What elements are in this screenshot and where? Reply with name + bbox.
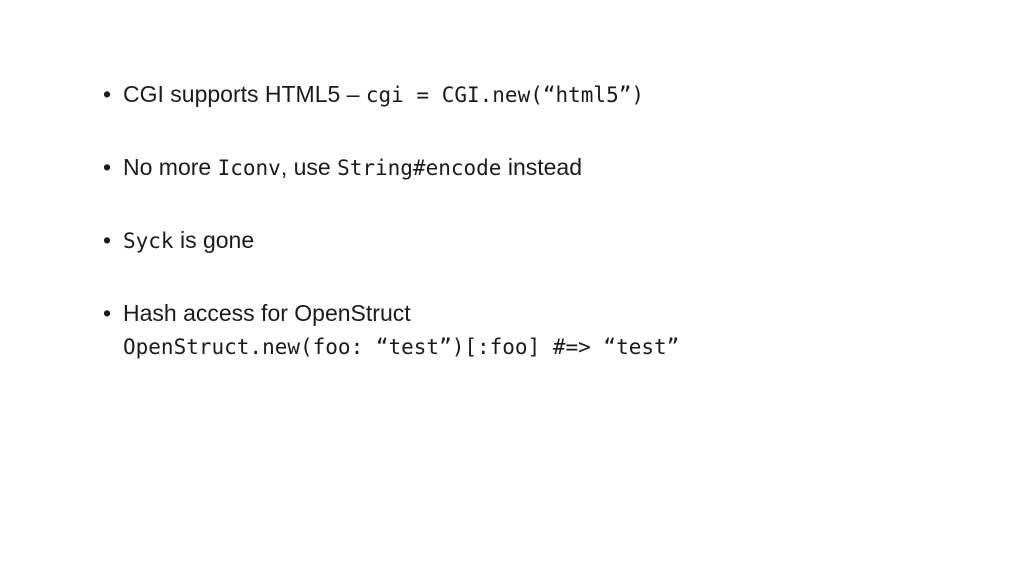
bullet-cgi-html5: • CGI supports HTML5 – cgi = CGI.new(“ht…	[103, 77, 983, 112]
bullet-text: CGI supports HTML5 –	[123, 81, 366, 107]
code-snippet: String#encode	[337, 156, 502, 180]
bullet-text: , use	[280, 154, 338, 180]
bullet-text: No more	[123, 154, 218, 180]
code-snippet: OpenStruct.new(foo: “test”)[:foo] #=> “t…	[123, 335, 680, 359]
bullet-list: • CGI supports HTML5 – cgi = CGI.new(“ht…	[103, 77, 983, 402]
bullet-text: Hash access for OpenStruct	[123, 300, 411, 326]
bullet-iconv: • No more Iconv, use String#encode inste…	[103, 150, 983, 185]
bullet-text: instead	[501, 154, 583, 180]
code-snippet: Syck	[123, 229, 174, 253]
bullet-dot-icon: •	[103, 81, 112, 107]
bullet-dot-icon: •	[103, 154, 112, 180]
bullet-text: is gone	[173, 227, 255, 253]
code-snippet: Iconv	[217, 156, 281, 180]
bullet-dot-icon: •	[103, 227, 112, 253]
bullet-openstruct: • Hash access for OpenStruct OpenStruct.…	[103, 296, 983, 364]
bullet-syck: • Syck is gone	[103, 223, 983, 258]
code-snippet: cgi = CGI.new(“html5”)	[365, 83, 645, 107]
bullet-dot-icon: •	[103, 300, 112, 326]
